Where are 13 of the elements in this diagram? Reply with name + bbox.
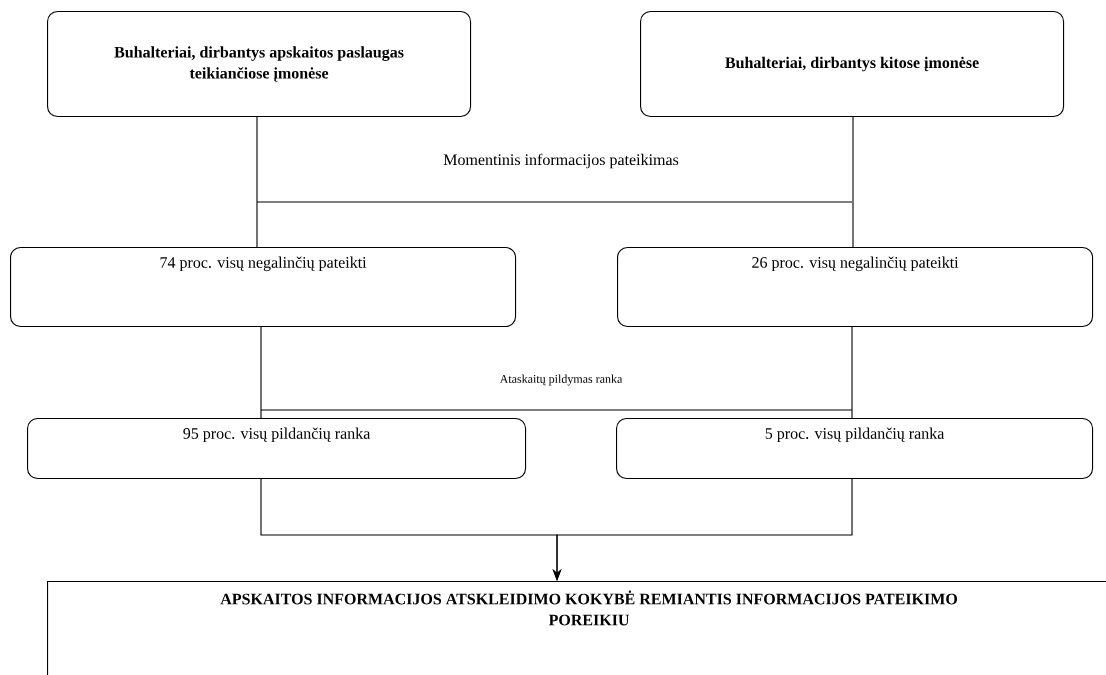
connector (852, 116, 854, 248)
group-box: Buhalteriai, dirbantys kitose įmonėse (640, 11, 1065, 118)
result-box: 95 proc. visų pildančių ranka (27, 418, 527, 480)
connector (260, 326, 262, 419)
conclusion-box: APSKAITOS INFORMACIJOS ATSKLEIDIMO KOKYBĖ REMIANTIS INFORMACIJOS PATEIKIMO POREIKIU (47, 581, 1106, 675)
line-label: Ataskaitų pildymas ranka (499, 374, 623, 386)
connector (256, 116, 258, 248)
result-box: 74 proc. visų negalinčių pateikti (10, 247, 517, 328)
connector (851, 326, 853, 419)
result-box: 5 proc. visų pildančių ranka (616, 418, 1094, 480)
line-label: Momentinis informacijos pateikimas (443, 153, 679, 169)
result-box: 26 proc. visų negalinčių pateikti (617, 247, 1094, 328)
group-box: Buhalteriai, dirbantys apskaitos paslaugas teikiančiose įmonėse (47, 11, 472, 118)
